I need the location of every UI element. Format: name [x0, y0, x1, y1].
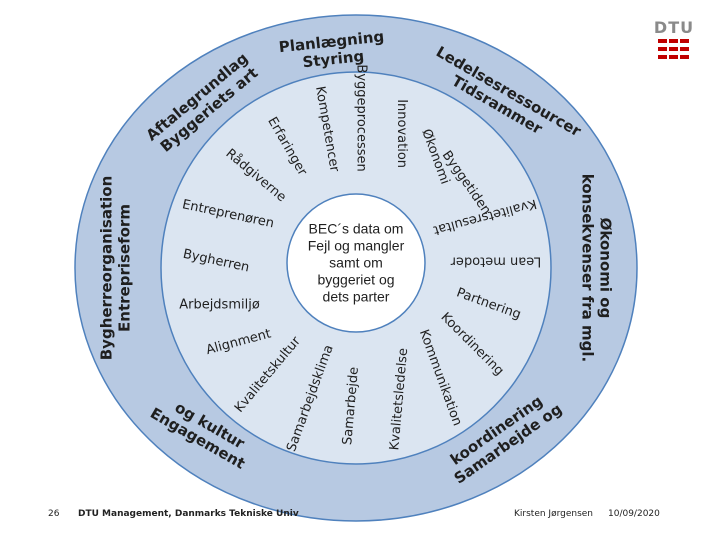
logo-bars-icon — [658, 39, 689, 59]
outer-segment-label: Entrepriseform — [116, 204, 134, 332]
center-label: dets parter — [323, 289, 390, 305]
center-label: Fejl og mangler — [308, 238, 405, 254]
inner-item-label: Innovation — [394, 99, 409, 168]
center-circle — [286, 193, 426, 333]
footer-date: 10/09/2020 — [608, 509, 660, 519]
outer-segment-label: konsekvenser fra mgl. — [579, 174, 597, 362]
outer-segment-label: Økonomi og — [597, 218, 615, 319]
center-label: samt om — [329, 255, 383, 271]
inner-item-label: Arbejdsmiljø — [179, 298, 260, 313]
inner-item-label: Lean metoder — [450, 254, 541, 269]
logo-text: DTU — [653, 18, 695, 37]
page-number: 26 — [48, 509, 60, 519]
center-label: byggeriet og — [317, 272, 394, 288]
footer-author: Kirsten Jørgensen — [514, 509, 594, 519]
inner-item-label: Byggeprocessen — [354, 64, 369, 171]
center-label: BEC´s data om — [309, 221, 404, 237]
dtu-logo: DTU — [652, 18, 696, 66]
outer-segment-label: Bygherreorganisation — [98, 176, 116, 361]
footer-institution: DTU Management, Danmarks Tekniske Univ — [78, 509, 299, 519]
inner-item-label: Samarbejde — [340, 366, 362, 445]
